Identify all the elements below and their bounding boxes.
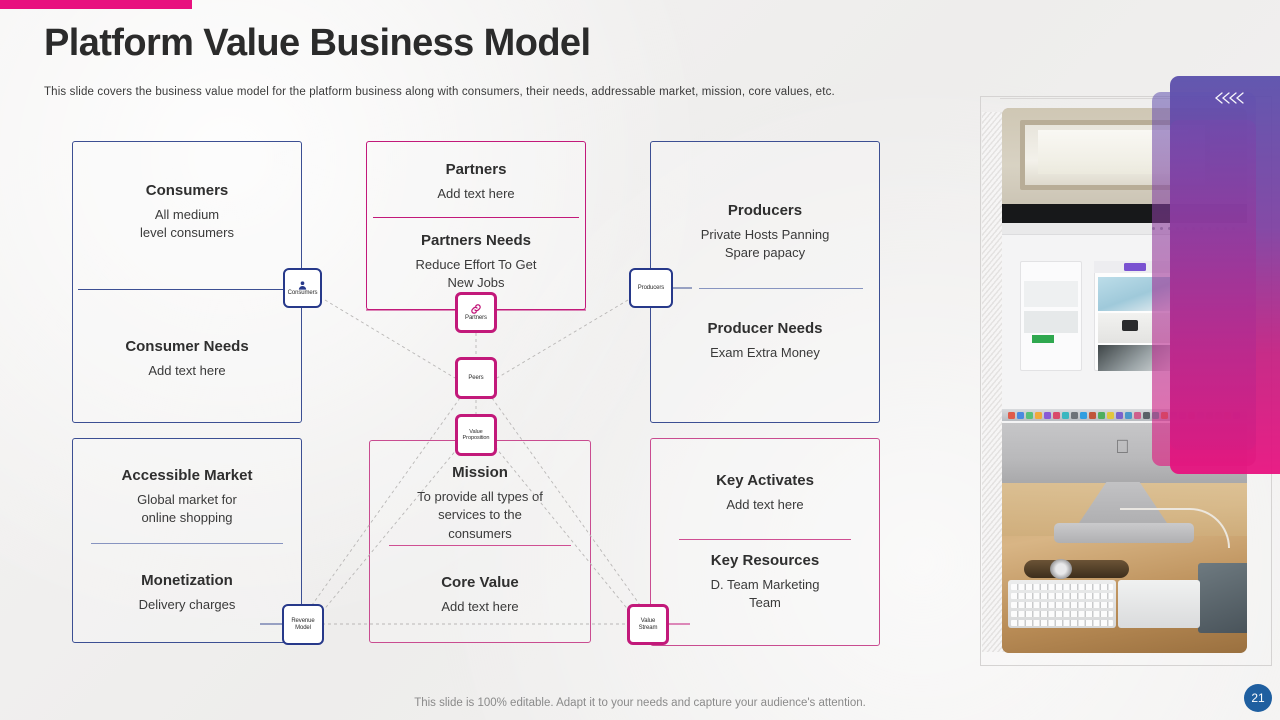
mission-body: To provide all types of services to the …: [417, 488, 543, 541]
key-activates-body: Add text here: [726, 496, 804, 512]
key-activates-title: Key Activates: [716, 472, 814, 489]
badge-value-proposition-label: Value Proposition: [462, 428, 490, 441]
card-key-activates[interactable]: Key Activates Add text here Key Resource…: [650, 438, 880, 646]
key-resources-body: D. Team Marketing Team: [710, 576, 820, 611]
partners-needs-title: Partners Needs: [420, 232, 532, 249]
card-partners[interactable]: Partners Add text here Partners Needs Re…: [366, 141, 586, 310]
accessible-market-title: Accessible Market: [121, 467, 253, 484]
card-mission[interactable]: Mission To provide all types of services…: [369, 440, 591, 643]
producer-needs-body: Exam Extra Money: [710, 344, 820, 360]
badge-consumers-label: Consumers: [287, 289, 318, 296]
monetization-title: Monetization: [141, 572, 233, 589]
consumer-needs-title: Consumer Needs: [125, 338, 249, 355]
consumers-divider: [78, 289, 296, 291]
badge-partners-label: Partners: [465, 315, 487, 322]
partners-title: Partners: [445, 161, 507, 178]
top-accent-bar: [0, 0, 192, 9]
consumer-needs-body: Add text here: [148, 362, 226, 378]
footer-note: This slide is 100% editable. Adapt it to…: [414, 697, 866, 709]
mission-divider: [389, 545, 571, 547]
consumers-body: All medium level consumers: [140, 206, 234, 241]
badge-peers-label: Peers: [468, 374, 484, 381]
card-producers[interactable]: Producers Private Hosts Panning Spare pa…: [650, 141, 880, 423]
badge-value-proposition[interactable]: Value Proposition: [455, 414, 497, 456]
accessible-market-divider: [91, 543, 283, 545]
producer-needs-title: Producer Needs: [707, 320, 823, 337]
card-consumers[interactable]: Consumers All medium level consumers Con…: [72, 141, 302, 423]
badge-value-stream-label: Value Stream: [638, 617, 658, 631]
badge-consumers[interactable]: Consumers: [283, 268, 322, 308]
badge-value-stream[interactable]: Value Stream: [627, 604, 669, 645]
producers-title: Producers: [727, 202, 803, 219]
partners-needs-body: Reduce Effort To Get New Jobs: [415, 256, 537, 291]
producers-body: Private Hosts Panning Spare papacy: [700, 226, 830, 261]
badge-revenue-model-label: Revenue Model: [291, 617, 315, 631]
chevrons-left-icon: [1214, 92, 1244, 104]
partners-divider: [373, 217, 579, 219]
accessible-market-body: Global market for online shopping: [137, 491, 237, 526]
badge-producers-label: Producers: [637, 284, 665, 291]
gradient-overlay-front: [1170, 120, 1256, 450]
key-resources-title: Key Resources: [710, 552, 820, 569]
page-subtitle: This slide covers the business value mod…: [44, 86, 835, 98]
producers-divider: [699, 288, 863, 290]
monetization-body: Delivery charges: [138, 596, 236, 612]
page-title: Platform Value Business Model: [44, 22, 591, 64]
badge-revenue-model[interactable]: Revenue Model: [282, 604, 324, 645]
mission-title: Mission: [452, 464, 508, 481]
badge-partners[interactable]: Partners: [455, 292, 497, 333]
core-value-title: Core Value: [441, 574, 519, 591]
apple-logo-icon: : [1114, 438, 1131, 458]
key-activates-divider: [679, 539, 851, 541]
partners-body: Add text here: [437, 185, 515, 201]
badge-producers[interactable]: Producers: [629, 268, 673, 308]
card-accessible-market[interactable]: Accessible Market Global market for onli…: [72, 438, 302, 643]
consumers-title: Consumers: [145, 182, 229, 199]
gradient-overlay-mid: [1152, 92, 1256, 466]
badge-peers[interactable]: Peers: [455, 357, 497, 399]
core-value-body: Add text here: [441, 598, 519, 614]
page-number-badge: 21: [1244, 684, 1272, 712]
link-icon: [471, 304, 481, 314]
decor-line: [1000, 98, 1218, 99]
photo-hatch-decor: [982, 112, 1004, 652]
